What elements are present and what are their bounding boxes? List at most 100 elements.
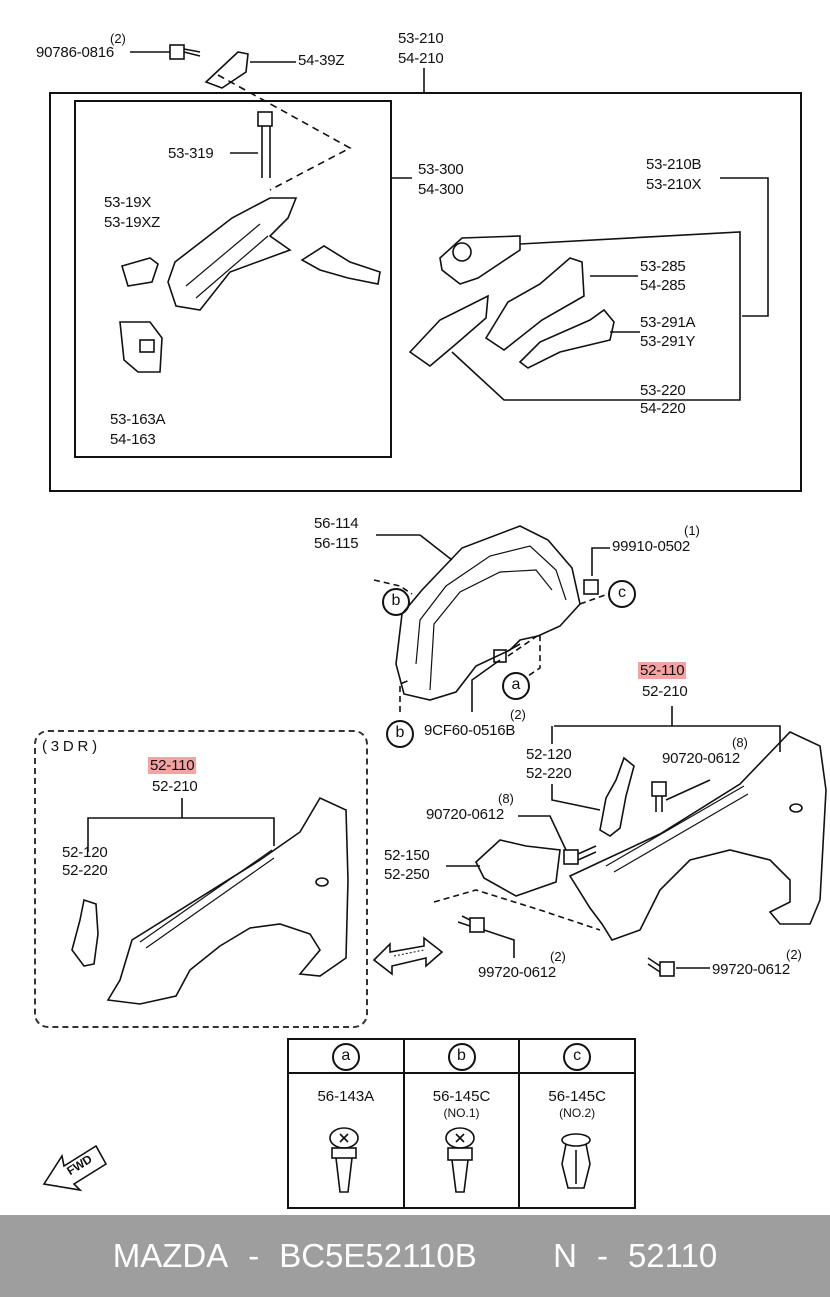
qty-90720-a: (8) (732, 735, 748, 750)
label-90720-0612-a: 90720-0612 (662, 750, 741, 767)
footer-brand: MAZDA (112, 1237, 229, 1274)
label-53-285: 53-285 (640, 258, 686, 275)
label-53-210x: 53-210X (646, 176, 702, 193)
label-3dr: ( 3 D R ) (42, 738, 97, 755)
guide-line (579, 593, 609, 605)
leader-line (451, 231, 741, 401)
clip-53-19x (121, 257, 159, 287)
callout-b-upper: b (382, 588, 410, 616)
bracket-53-291a (518, 308, 615, 369)
apron-upper (439, 235, 521, 285)
qty-99910: (1) (684, 523, 700, 538)
callout-b-lower: b (386, 720, 414, 748)
bracket-53-163a (119, 321, 163, 373)
label-90786-0816: 90786-0816 (36, 44, 115, 61)
legend-cell-a: a 56-143A (289, 1040, 405, 1207)
footer-n-label: N (553, 1237, 577, 1274)
fastener-56-145c-1 (445, 1127, 475, 1193)
fastener-56-143a (329, 1127, 359, 1193)
fastener-56-145c-2 (561, 1133, 591, 1189)
bracket-small (300, 245, 381, 285)
three-door-variant-box (34, 730, 368, 1028)
legend-sub-b: (NO.1) (443, 1106, 480, 1120)
legend-code-b: 56-145C (432, 1088, 491, 1105)
legend-head-c: c (520, 1040, 635, 1074)
highlight-52-110: 52-110 (638, 662, 687, 679)
bolt-90786 (169, 44, 201, 60)
leader-line (471, 659, 501, 712)
qty-90720-b: (8) (498, 791, 514, 806)
label-3dr-52-110: 52-110 (148, 757, 197, 775)
legend-head-b: b (404, 1040, 519, 1074)
leader-line (551, 784, 601, 811)
bracket-3dr (71, 898, 99, 967)
double-arrow (372, 936, 444, 976)
label-52-250: 52-250 (384, 866, 430, 883)
legend-head-a: a (289, 1040, 403, 1074)
label-99910-0502: 99910-0502 (612, 538, 691, 555)
footer-sep-2: - (596, 1237, 608, 1274)
callout-a: a (502, 672, 530, 700)
callout-c: c (608, 580, 636, 608)
label-54-285: 54-285 (640, 277, 686, 294)
leader-line (87, 817, 275, 852)
label-53-210b: 53-210B (646, 156, 702, 173)
bracket-54-39z (204, 51, 249, 89)
bracket-52-120 (599, 756, 635, 837)
label-3dr-52-210: 52-210 (152, 778, 198, 795)
label-54-163: 54-163 (110, 431, 156, 448)
label-54-39z: 54-39Z (298, 52, 345, 69)
qty-99720-b: (2) (786, 947, 802, 962)
clip-99910 (583, 579, 599, 595)
label-56-114: 56-114 (314, 515, 359, 532)
label-53-163a: 53-163A (110, 411, 166, 428)
label-fender-52-110: 52-110 (638, 662, 687, 680)
apron-member-53-285 (484, 257, 585, 351)
fender-52-110 (568, 731, 827, 941)
legend-key-b: b (447, 1043, 476, 1071)
parts-diagram: b c a b (2) 90786-0816 54-39Z 53-210 54-… (34, 30, 827, 1209)
legend-code-c: 56-145C (548, 1088, 606, 1105)
legend-cell-c: c 56-145C (NO.2) (520, 1040, 635, 1207)
legend-sub-c: (NO.2) (559, 1106, 596, 1120)
leader-line (665, 779, 711, 801)
leader-line (591, 547, 610, 576)
footer-sep-1: - (248, 1237, 260, 1274)
label-90720-0612-b: 90720-0612 (426, 806, 505, 823)
screw-9cf60 (493, 643, 521, 663)
liner-56-114 (395, 525, 581, 701)
leader-line (419, 534, 453, 561)
part-info-footer: MAZDA-BC5E52110B N-52110 (0, 1215, 830, 1297)
highlight-3dr-52-110: 52-110 (148, 757, 197, 774)
guide-line (399, 679, 411, 712)
guide-line (217, 74, 352, 191)
bracket-52-150 (475, 839, 561, 897)
qty-99720-a: (2) (550, 949, 566, 964)
qty-90786: (2) (110, 31, 126, 46)
qty-9cf60: (2) (510, 707, 526, 722)
label-53-291a: 53-291A (640, 314, 696, 331)
label-54-300: 54-300 (418, 181, 464, 198)
label-99720-0612-a: 99720-0612 (478, 964, 557, 981)
footer-n-value: 52110 (627, 1237, 718, 1274)
label-53-19x: 53-19X (104, 194, 152, 211)
label-99720-0612-b: 99720-0612 (712, 961, 791, 978)
footer-part-number: BC5E52110B (279, 1237, 477, 1274)
bolt-99720-b (647, 957, 675, 977)
upper-inner-frame (74, 100, 392, 458)
fwd-arrow (42, 1144, 108, 1192)
legend-cell-b: b 56-145C (NO.1) (404, 1040, 521, 1207)
label-3dr-52-220: 52-220 (62, 862, 108, 879)
fastener-legend: a 56-143A b 56-145C (NO.1) c 56-145C (NO… (287, 1038, 636, 1209)
label-53-19xz: 53-19XZ (104, 214, 161, 231)
leader-line (518, 815, 567, 851)
leader-line (483, 929, 515, 958)
bolt-99720-a (457, 915, 485, 933)
diagram-linework (42, 44, 827, 1193)
label-54-210: 54-210 (398, 50, 444, 67)
legend-key-c: c (563, 1043, 592, 1071)
label-9cf60-0516b: 9CF60-0516B (424, 722, 516, 739)
guide-line (507, 632, 541, 677)
label-54-220: 54-220 (640, 400, 686, 417)
member-53-220 (408, 294, 489, 368)
